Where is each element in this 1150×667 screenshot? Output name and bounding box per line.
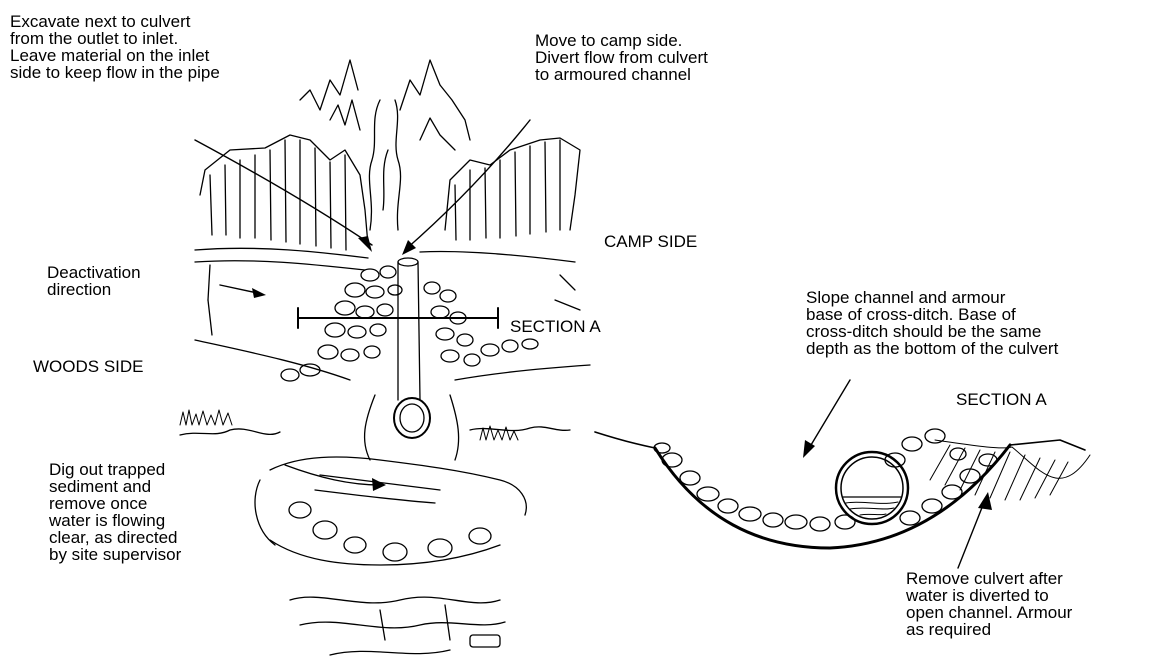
- label-remove-culvert: Remove culvert after water is diverted t…: [906, 570, 1072, 638]
- ground-line-left: [595, 432, 655, 448]
- section-a-cross-section: [595, 429, 1090, 548]
- label-dig-out-sediment: Dig out trapped sediment and remove once…: [49, 461, 181, 563]
- cliff-woods-side: [200, 60, 368, 250]
- leader-lines-left: [195, 120, 530, 485]
- arrowheads-left: [252, 236, 416, 491]
- gully-channel: [369, 100, 400, 230]
- rock-armour-fill: [281, 266, 538, 381]
- outlet-sediment-area: [180, 395, 570, 655]
- cliff-camp-side: [400, 60, 580, 240]
- ground-line-right: [1010, 440, 1085, 450]
- label-excavate-culvert: Excavate next to culvert from the outlet…: [10, 13, 220, 81]
- label-section-a-marker: SECTION A: [510, 318, 601, 335]
- culvert-pipe-section: [836, 452, 908, 524]
- grass-tufts: [180, 410, 518, 440]
- label-slope-channel: Slope channel and armour base of cross-d…: [806, 289, 1058, 357]
- road-surface: [195, 248, 590, 380]
- label-woods-side: WOODS SIDE: [33, 358, 144, 375]
- label-section-a-title: SECTION A: [956, 391, 1047, 408]
- armour-rocks-section: [654, 429, 997, 531]
- label-move-to-camp-side: Move to camp side. Divert flow from culv…: [535, 32, 708, 83]
- label-camp-side: CAMP SIDE: [604, 233, 697, 250]
- label-deactivation-direction: Deactivation direction: [47, 264, 141, 298]
